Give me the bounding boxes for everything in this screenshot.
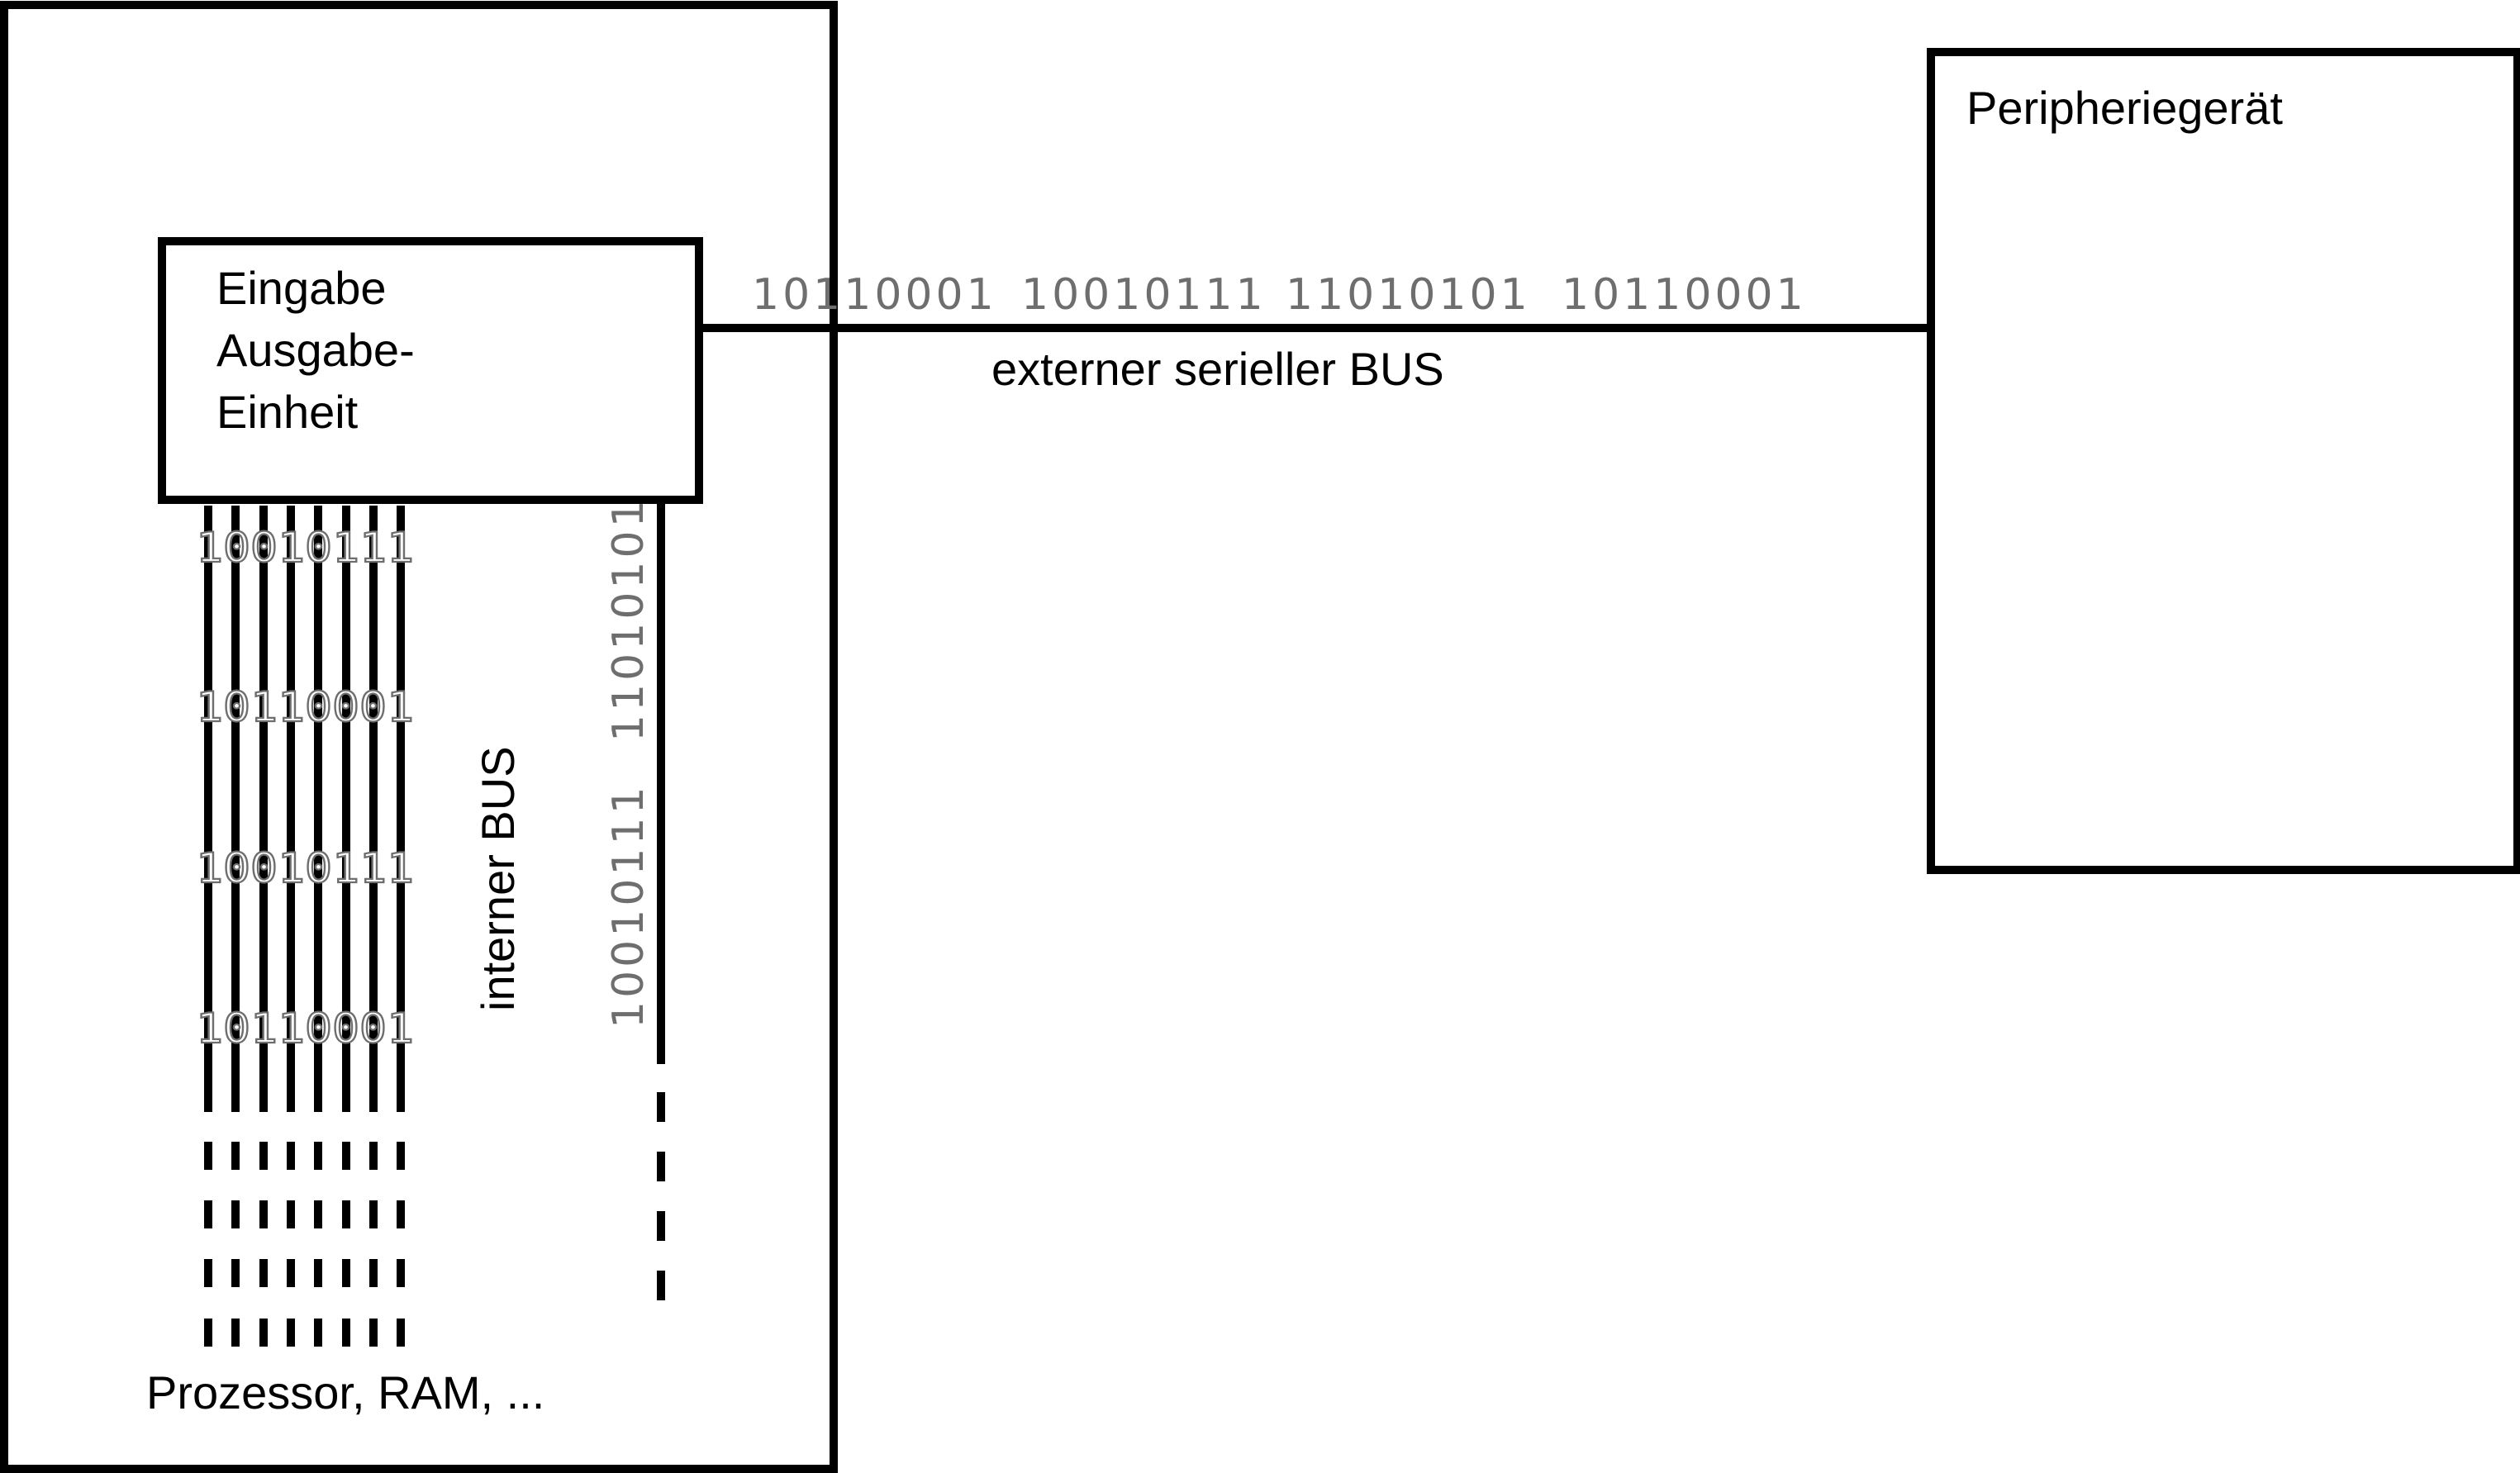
peripheral-box xyxy=(1927,48,2520,874)
parallel-bus-dashes xyxy=(204,1142,405,1347)
parallel-bus-wires xyxy=(204,506,405,1112)
parallel-bus-byte-1: 10010111 xyxy=(196,524,414,572)
peripheral-label: Peripheriegerät xyxy=(1966,82,2283,134)
internal-bus-label: interner BUS xyxy=(472,746,524,1011)
parallel-bus-byte-3: 10010111 xyxy=(196,844,414,892)
io-unit-label-line-2: Ausgabe- xyxy=(216,324,415,376)
parallel-bus-bytes: 10010111 10110001 10010111 10110001 xyxy=(195,523,415,1053)
parallel-bus-byte-2: 10110001 xyxy=(196,683,414,731)
external-bus-byte-2: 10010111 xyxy=(1021,270,1267,320)
external-bus-byte-1: 10110001 xyxy=(752,270,997,320)
parallel-bus-byte-4: 10110001 xyxy=(196,1005,414,1052)
parallel-bus: 10010111 10110001 10010111 10110001 xyxy=(195,506,415,1347)
system-box xyxy=(0,1,838,1473)
io-unit-box xyxy=(158,237,703,504)
internal-serial-byte-1: 11010101 xyxy=(604,497,654,742)
processor-ram-label: Prozessor, RAM, ... xyxy=(146,1366,544,1418)
io-unit-label-line-3: Einheit xyxy=(216,386,359,438)
external-bus-label: externer serieller BUS xyxy=(991,343,1444,395)
internal-serial-byte-2: 10010111 xyxy=(604,783,654,1029)
external-bus-byte-4: 10110001 xyxy=(1562,270,1807,320)
io-unit-label-line-1: Eingabe xyxy=(216,262,387,314)
external-bus-byte-3: 11010101 xyxy=(1286,270,1531,320)
